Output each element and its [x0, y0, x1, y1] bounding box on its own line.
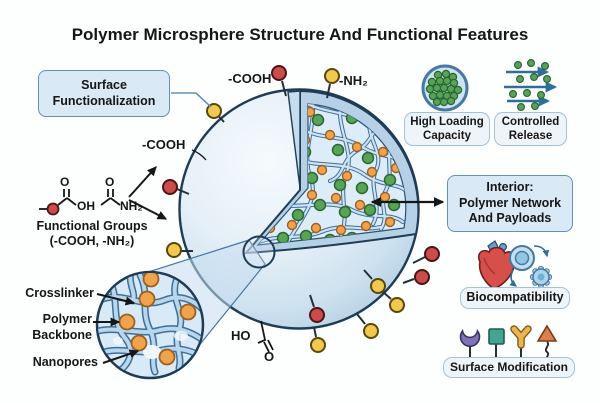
- label-crosslinker: Crosslinker: [25, 286, 94, 300]
- magnifier-source-circle: [242, 235, 276, 269]
- callout-surface-functionalization: Surface Functionalization: [38, 70, 170, 117]
- lens-crosslinker-nodes: [118, 273, 197, 366]
- chem-o-amide: O: [105, 175, 115, 189]
- functional-groups-structure: [39, 189, 121, 216]
- cells-cycle-icon: [509, 245, 553, 289]
- panel-high-loading-capacity: High Loading Capacity: [404, 112, 490, 146]
- label-nanopores: Nanopores: [32, 355, 98, 369]
- callout-interior: Interior: Polymer Network And Payloads: [447, 175, 573, 232]
- chem-oh: OH: [77, 199, 95, 213]
- panel-surface-modification: Surface Modification: [443, 357, 575, 378]
- magnifier-callout: [95, 235, 276, 380]
- label-nh2-top: -NH₂: [339, 73, 368, 88]
- high-loading-icon: [421, 64, 469, 112]
- bottom-carboxyl-structure: [257, 320, 274, 353]
- lens-label-arrows: [93, 293, 140, 364]
- antibody-icon: [510, 325, 532, 349]
- chem-o-bottom: O: [264, 349, 275, 364]
- chem-o-carboxyl: O: [60, 175, 70, 189]
- chem-ho-bottom: HO: [231, 328, 251, 343]
- label-functional-groups-sub: (-COOH, -NH₂): [49, 234, 135, 248]
- panel-controlled-release: Controlled Release: [494, 112, 567, 146]
- surface-functionalization-connector: [171, 92, 212, 108]
- label-cooh-side: -COOH: [142, 137, 186, 152]
- label-polymer-backbone: Polymer Backbone: [32, 312, 92, 342]
- nanopore-blobs: [113, 331, 188, 359]
- label-functional-groups: Functional Groups: [36, 219, 148, 233]
- surface-modification-icons: [459, 324, 558, 363]
- page-title: Polymer Microsphere Structure And Functi…: [71, 25, 529, 44]
- controlled-release-icon: [504, 58, 558, 111]
- chem-nh2: NH₂: [120, 199, 143, 213]
- square-ligand-icon: [488, 328, 505, 345]
- functional-groups-arrows: [128, 166, 168, 220]
- heart-icon: [477, 240, 516, 290]
- cooh-side-connector: [191, 149, 207, 161]
- surface-functional-group-dots: [162, 65, 440, 353]
- label-cooh-top: -COOH: [228, 71, 272, 86]
- receptor-icon: [459, 329, 481, 348]
- panel-biocompatibility: Biocompatibility: [460, 287, 570, 309]
